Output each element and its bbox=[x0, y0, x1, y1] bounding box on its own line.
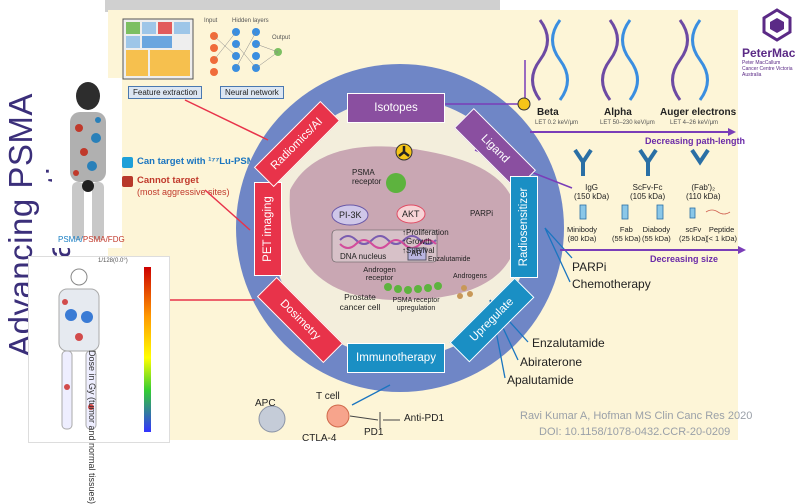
dose-body-figure bbox=[58, 267, 151, 432]
cannot-target-label: Cannot target bbox=[137, 175, 199, 186]
ligand-fab: Fab(55 kDa) bbox=[612, 225, 641, 243]
psma-receptor-icon bbox=[386, 173, 406, 193]
parpi-cell-label: PARPi bbox=[470, 209, 493, 218]
pd1-label: PD1 bbox=[364, 427, 384, 438]
dna-nucleus-label: DNA nucleus bbox=[340, 252, 387, 261]
radiosensitizer-box: Radiosensitizer bbox=[510, 176, 538, 278]
tcell-label: T cell bbox=[316, 391, 340, 402]
akt-label: AKT bbox=[402, 209, 420, 219]
akt-node bbox=[396, 204, 426, 224]
citation-line2: DOI: 10.1158/1078-0432.CCR-20-0209 bbox=[539, 426, 731, 438]
cannot-target-note: (most aggressive sites) bbox=[137, 187, 230, 197]
citation-line1: Ravi Kumar A, Hofman MS Clin Canc Res 20… bbox=[520, 410, 753, 422]
ai-input-label: Input bbox=[204, 18, 218, 24]
chemotherapy-label: Chemotherapy bbox=[572, 277, 651, 291]
proliferation-label: ↑Proliferation bbox=[402, 228, 449, 237]
dose-map-image bbox=[28, 256, 170, 443]
isotope-auger-label: Auger electrons bbox=[660, 107, 737, 118]
cannot-target-swatch bbox=[122, 176, 133, 187]
abiraterone-label: Abiraterone bbox=[520, 355, 583, 369]
pet-body-figure bbox=[70, 82, 106, 240]
ai-figure bbox=[122, 18, 282, 80]
psma-upregulation-label: PSMA receptor upregulation bbox=[392, 297, 440, 312]
petermac-logo-icon bbox=[762, 8, 792, 42]
pet-scan-image bbox=[52, 78, 122, 248]
dna-strand bbox=[339, 235, 437, 245]
isotopes-box: Isotopes bbox=[347, 93, 445, 123]
can-target-swatch bbox=[122, 157, 133, 168]
path-length-label: Decreasing path-length bbox=[645, 136, 746, 146]
growth-label: ↑Growth bbox=[402, 237, 432, 246]
feature-extraction-tag: Feature extraction bbox=[128, 86, 203, 99]
ligand-peptide: Peptide(< 1 kDa) bbox=[706, 225, 738, 243]
ar-label: AR bbox=[411, 249, 423, 258]
ai-output-label: Output bbox=[272, 35, 291, 41]
size-label: Decreasing size bbox=[650, 254, 719, 264]
psma-receptor-label: PSMA receptor bbox=[352, 168, 382, 186]
apc-label: APC bbox=[255, 398, 276, 409]
can-target-label: Can target with ¹⁷⁷Lu-PSMA bbox=[137, 156, 262, 167]
prostate-cell-label: Prostate cancer cell bbox=[339, 292, 381, 312]
isotope-beta-let: LET 0.2 keV/μm bbox=[535, 120, 579, 126]
dose-color-scale bbox=[144, 267, 151, 432]
pi3k-label: PI-3K bbox=[339, 210, 362, 220]
ligand-diabody: Diabody(55 kDa) bbox=[642, 225, 671, 243]
ligand-scfv-fc: ScFv-Fc(105 kDa) bbox=[630, 183, 666, 201]
pi3k-node bbox=[331, 204, 369, 226]
pet-imaging-box: PET imaging bbox=[254, 182, 282, 276]
androgens-label: Androgens bbox=[453, 273, 487, 280]
ligand-igg: IgG(150 kDa) bbox=[574, 183, 610, 201]
receptor-row bbox=[384, 282, 442, 294]
dose-scale-label: 1/128(0.0°) bbox=[98, 258, 128, 264]
isotope-radiation-icon bbox=[517, 97, 531, 111]
apc-cell bbox=[258, 405, 286, 433]
immunotherapy-box: Immunotherapy bbox=[347, 343, 445, 373]
neural-network-tag: Neural network bbox=[220, 86, 284, 99]
enzalutamide-cell-label: Enzalutamide bbox=[428, 256, 471, 263]
top-bar bbox=[105, 0, 500, 12]
parpi-label: PARPi bbox=[572, 260, 607, 274]
logo-name: PeterMac bbox=[742, 46, 796, 60]
androgen-receptor-label: Androgen receptor bbox=[363, 265, 396, 282]
ligand-scfv: scFv(25 kDa) bbox=[679, 225, 708, 243]
ligand-fab2: (Fab')₂(110 kDa) bbox=[686, 183, 721, 201]
isotope-alpha-label: Alpha bbox=[604, 107, 632, 118]
psma-fdg-label: PSMA/PSMA/FDG bbox=[58, 235, 125, 244]
isotope-beta-label: Beta bbox=[537, 107, 559, 118]
enzalutamide-label: Enzalutamide bbox=[532, 336, 605, 350]
survival-label: ↑Survival bbox=[402, 246, 435, 255]
antipd1-label: Anti-PD1 bbox=[404, 413, 445, 424]
isotope-alpha-let: LET 50–230 keV/μm bbox=[600, 120, 655, 126]
apalutamide-label: Apalutamide bbox=[507, 373, 574, 387]
ligand-minibody: Minibody(80 kDa) bbox=[567, 225, 598, 243]
t-cell bbox=[326, 404, 350, 428]
ctla4-label: CTLA-4 bbox=[302, 433, 337, 444]
ai-hidden-label: Hidden layers bbox=[232, 18, 269, 24]
ar-node bbox=[407, 247, 427, 261]
logo-subtitle: Peter MacCallum Cancer Centre Victoria A… bbox=[742, 60, 793, 78]
isotope-auger-let: LET 4–26 keV/μm bbox=[670, 120, 719, 126]
